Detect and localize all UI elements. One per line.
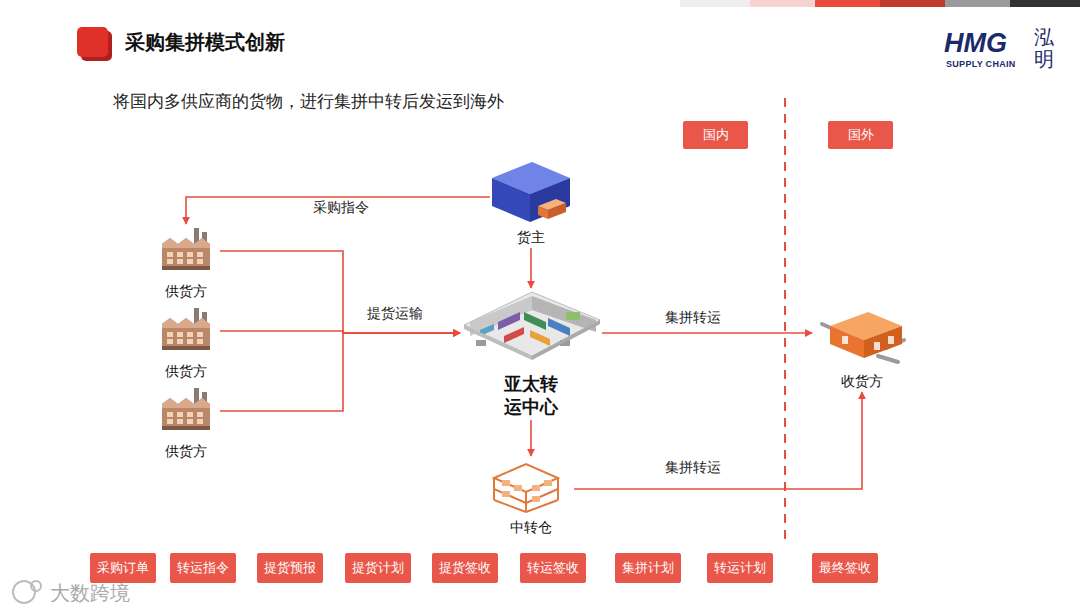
region-tag: 国内 <box>683 121 748 149</box>
logo-tagline: SUPPLY CHAIN <box>946 59 1016 69</box>
transfer-hub: 亚太转 运中心 <box>460 288 602 420</box>
node-label: 转运计划 <box>714 559 766 577</box>
node-caption: 收货方 <box>841 373 883 393</box>
process-step: 提货计划 <box>345 553 411 583</box>
process-step: 提货预报 <box>257 553 323 583</box>
node-label: 提货计划 <box>352 559 404 577</box>
connector-arrow <box>530 248 532 288</box>
process-step: 集拼计划 <box>615 553 681 583</box>
connector-arrow <box>220 251 460 333</box>
process-step: 转运签收 <box>520 553 586 583</box>
node-caption: 中转仓 <box>510 519 552 539</box>
region-tag: 国外 <box>828 121 893 149</box>
node-label: 转运指令 <box>177 559 229 577</box>
watermark: 大数跨境 <box>50 580 130 607</box>
node-caption: 供货方 <box>165 443 207 463</box>
node-label: 国内 <box>703 126 729 144</box>
edge-label: 集拼转运 <box>662 309 724 327</box>
process-step: 采购订单 <box>90 553 156 583</box>
subtitle: 将国内多供应商的货物，进行集拼中转后发运到海外 <box>113 90 504 113</box>
node-label: 集拼计划 <box>622 559 674 577</box>
process-step: 转运计划 <box>707 553 773 583</box>
connector-arrow <box>186 197 490 224</box>
connector-arrow <box>220 333 460 411</box>
process-step: 提货签收 <box>432 553 498 583</box>
cargo-owner: 货主 <box>490 158 572 248</box>
slide-title: 采购集拼模式创新 <box>125 29 285 56</box>
connector-arrow <box>602 332 812 334</box>
edge-label: 采购指令 <box>310 199 372 217</box>
supplier: 供货方 <box>152 224 220 302</box>
node-label: 提货签收 <box>439 559 491 577</box>
transfer-warehouse: 中转仓 <box>488 456 574 538</box>
node-label: 转运签收 <box>527 559 579 577</box>
node-label: 提货预报 <box>264 559 316 577</box>
process-step: 最终签收 <box>812 553 878 583</box>
connector-arrow <box>530 420 532 456</box>
node-caption: 亚太转 运中心 <box>501 373 560 420</box>
node-label: 国外 <box>848 126 874 144</box>
supplier: 供货方 <box>152 304 220 382</box>
connector-arrow <box>574 392 862 489</box>
node-caption: 供货方 <box>165 283 207 303</box>
node-caption: 货主 <box>517 229 545 249</box>
logo-wordmark: HMG <box>944 30 1007 57</box>
process-step: 转运指令 <box>170 553 236 583</box>
logo-chinese: 泓明 <box>1034 26 1054 70</box>
edge-label: 提货运输 <box>364 305 426 323</box>
consignee: 收货方 <box>812 302 912 392</box>
node-label: 最终签收 <box>819 559 871 577</box>
edge-label: 集拼转运 <box>662 459 724 477</box>
node-caption: 供货方 <box>165 363 207 383</box>
supplier: 供货方 <box>152 384 220 462</box>
node-label: 采购订单 <box>97 559 149 577</box>
